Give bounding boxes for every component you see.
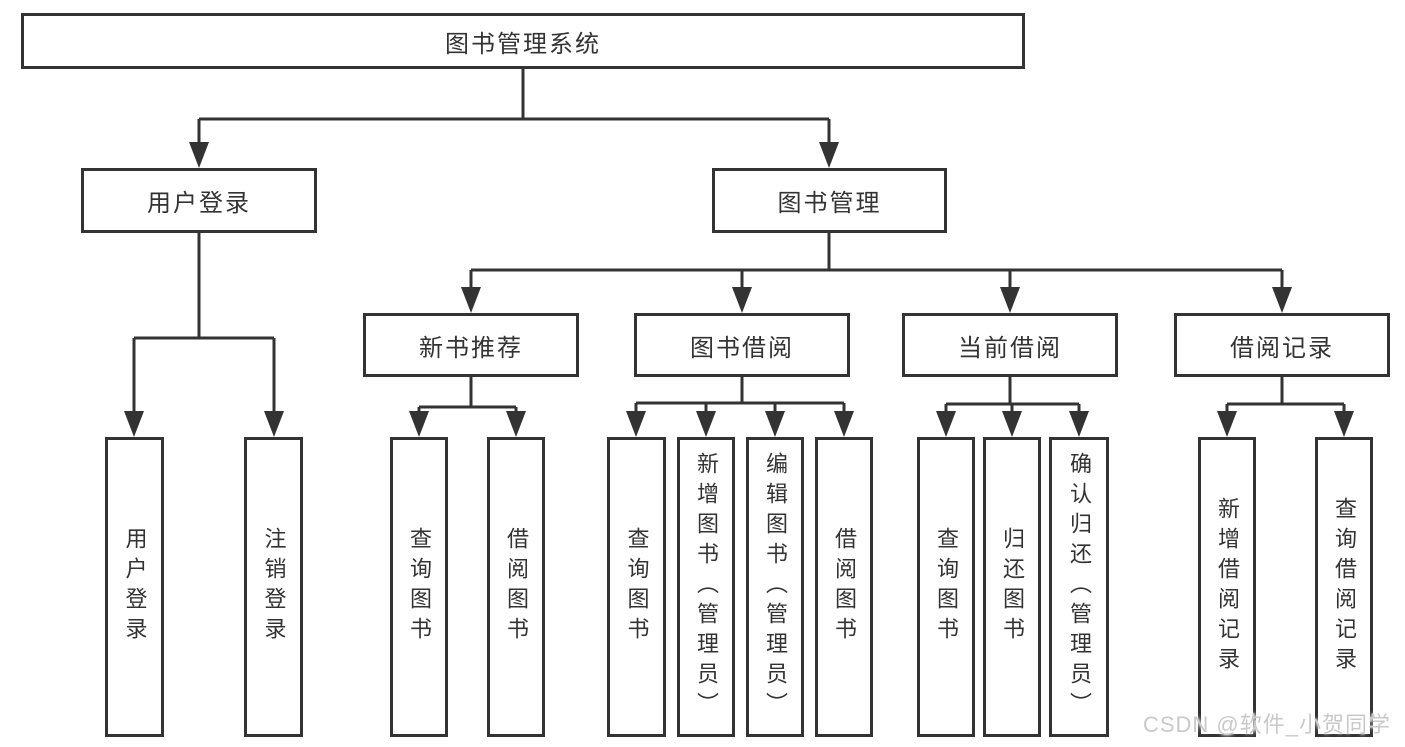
leaf-return-book: 归还图书 (983, 437, 1041, 737)
leaf-borrow-books-recommend: 借阅图书 (487, 437, 545, 737)
leaf-edit-book-admin: 编辑图书（管理员） (746, 437, 804, 737)
leaf-query-borrow-record: 查询借阅记录 (1315, 437, 1373, 737)
leaf-borrow-books: 借阅图书 (815, 437, 873, 737)
node-book-borrowing: 图书借阅 (634, 313, 850, 377)
csdn-watermark: CSDN @软件_小贺同学 (1142, 712, 1391, 737)
node-current-borrowing: 当前借阅 (902, 313, 1118, 377)
leaf-confirm-return-admin: 确认归还（管理员） (1049, 437, 1109, 737)
node-user-login: 用户登录 (81, 168, 317, 233)
leaf-add-book-admin: 新增图书（管理员） (677, 437, 735, 737)
node-new-book-recommendation: 新书推荐 (363, 313, 579, 377)
node-borrowing-records: 借阅记录 (1174, 313, 1390, 377)
leaf-user-login: 用户登录 (105, 437, 164, 737)
leaf-add-borrow-record: 新增借阅记录 (1198, 437, 1256, 737)
leaf-query-books-current: 查询图书 (917, 437, 975, 737)
node-book-management: 图书管理 (712, 168, 947, 233)
node-library-management-system: 图书管理系统 (21, 13, 1025, 69)
leaf-logout: 注销登录 (244, 437, 303, 737)
leaf-query-books-borrowing: 查询图书 (607, 437, 666, 737)
leaf-query-books-recommend: 查询图书 (390, 437, 448, 737)
